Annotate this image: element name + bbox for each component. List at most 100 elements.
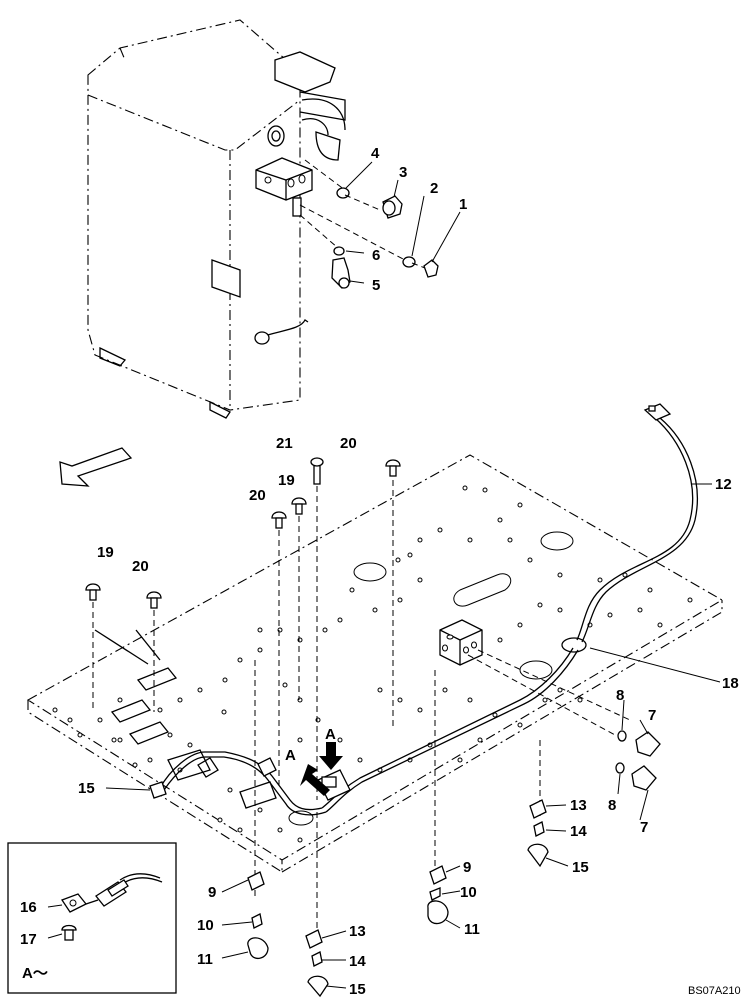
hose-assembly [576, 403, 698, 643]
plate-hole [257, 627, 263, 633]
plate-hole [237, 827, 243, 833]
callout-12: 12 [715, 476, 732, 493]
callout-8b: 8 [608, 797, 616, 814]
callout-20b: 20 [249, 487, 266, 504]
plate-hole [117, 737, 123, 743]
plate-hole [442, 687, 448, 693]
leader-lines [105, 161, 721, 989]
floor-plate [26, 454, 724, 873]
callout-20a: 20 [132, 558, 149, 575]
callout-4: 4 [371, 145, 380, 162]
callout-1: 1 [459, 196, 467, 213]
callout-21: 21 [276, 435, 293, 452]
callout-10a: 10 [460, 884, 477, 901]
plate-hole [237, 657, 243, 663]
plate-hole [222, 677, 228, 683]
plate-hole [147, 757, 153, 763]
callout-2: 2 [430, 180, 438, 197]
inset-label: A～ [22, 965, 48, 982]
callout-19a: 19 [97, 544, 114, 561]
view-marker-a1: A [285, 747, 296, 764]
plate-hole [357, 757, 363, 763]
plate-hole [477, 737, 483, 743]
plate-hole [52, 707, 58, 713]
plate-hole [97, 717, 103, 723]
plate-hole [177, 697, 183, 703]
plate-hole [482, 487, 488, 493]
plate-hole [337, 617, 343, 623]
plate-hole [397, 597, 403, 603]
callout-20c: 20 [340, 435, 357, 452]
plate-hole [395, 557, 401, 563]
callout-19b: 19 [278, 472, 295, 489]
upper-bolts [85, 457, 541, 940]
plate-hole [197, 687, 203, 693]
plate-hole [497, 637, 503, 643]
callout-15a: 15 [78, 780, 95, 797]
plate-hole [462, 485, 468, 491]
callout-10b: 10 [197, 917, 214, 934]
plate-hole [507, 537, 513, 543]
callout-3: 3 [399, 164, 407, 181]
callout-14a: 14 [570, 823, 587, 840]
plate-hole [337, 737, 343, 743]
plate-hole [527, 557, 533, 563]
plate-hole [67, 717, 73, 723]
plate-hole [517, 722, 523, 728]
callout-labels: 1 2 3 4 5 6 7 7 8 8 9 9 10 10 11 11 12 1… [78, 145, 739, 998]
callout-9a: 9 [463, 859, 471, 876]
plate-hole [227, 787, 233, 793]
plate-hole [597, 577, 603, 583]
callout-13a: 13 [570, 797, 587, 814]
callout-7a: 7 [648, 707, 656, 724]
plate-hole [497, 517, 503, 523]
view-marker-a2: A [325, 726, 336, 743]
plate-hole [637, 607, 643, 613]
callout-16: 16 [20, 899, 37, 916]
plate-hole [517, 502, 523, 508]
plate-hole [417, 537, 423, 543]
callout-7b: 7 [640, 819, 648, 836]
plate-hole [607, 612, 613, 618]
plate-hole [492, 712, 498, 718]
plate-hole [397, 697, 403, 703]
plate-hole [407, 552, 413, 558]
callout-11b: 11 [197, 951, 213, 968]
callout-14b: 14 [349, 953, 366, 970]
tank-assembly [87, 19, 346, 419]
plate-hole [417, 577, 423, 583]
plate-holes [52, 485, 693, 843]
callout-6: 6 [372, 247, 380, 264]
plate-hole [187, 742, 193, 748]
plate-hole [377, 687, 383, 693]
callout-13b: 13 [349, 923, 366, 940]
drawing-code: BS07A210 [688, 985, 741, 997]
plate-hole [282, 682, 288, 688]
plate-hole [647, 587, 653, 593]
plate-hole [322, 627, 328, 633]
view-arrows: A A [285, 726, 343, 796]
plate-hole [467, 697, 473, 703]
callout-11a: 11 [464, 921, 480, 938]
callout-15b: 15 [572, 859, 589, 876]
plate-hole [657, 622, 663, 628]
plate-hole [417, 707, 423, 713]
plate-hole [77, 732, 83, 738]
valve-block [439, 619, 631, 736]
plate-hole [437, 527, 443, 533]
plate-hole [132, 762, 138, 768]
lower-loose-parts [247, 799, 549, 998]
plate-hole [297, 837, 303, 843]
plate-hole [217, 817, 223, 823]
plate-hole [457, 757, 463, 763]
plate-hole [557, 572, 563, 578]
plate-hole [372, 607, 378, 613]
plate-hole [257, 647, 263, 653]
callout-8a: 8 [616, 687, 624, 704]
upper-fittings [299, 159, 439, 289]
callout-17: 17 [20, 931, 37, 948]
callout-18: 18 [722, 675, 739, 692]
direction-arrow [59, 447, 133, 487]
plate-hole [117, 697, 123, 703]
